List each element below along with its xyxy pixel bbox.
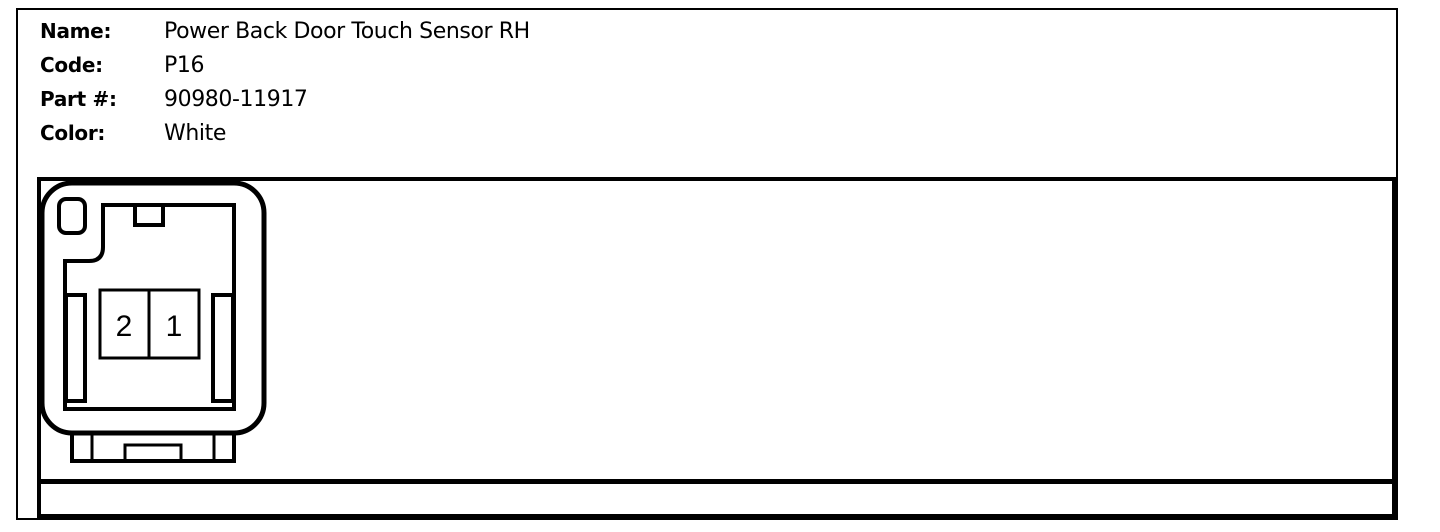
name-row: Name: Power Back Door Touch Sensor RH xyxy=(40,14,530,48)
left-rib xyxy=(64,293,87,403)
key-notch xyxy=(57,197,87,235)
latch-slot xyxy=(123,443,183,463)
part-value: 90980-11917 xyxy=(164,86,308,112)
connector-housing xyxy=(39,180,267,436)
code-label: Code: xyxy=(40,53,103,77)
right-rib xyxy=(211,293,235,403)
code-row: Code: P16 xyxy=(40,48,530,82)
connector-card xyxy=(16,8,1398,520)
pin-1-label: 1 xyxy=(166,310,183,343)
inner-cavity xyxy=(63,203,236,411)
name-value: Power Back Door Touch Sensor RH xyxy=(164,18,530,44)
name-label: Name: xyxy=(40,19,112,43)
part-label: Part #: xyxy=(40,87,117,111)
color-value: White xyxy=(164,120,226,146)
terminal-cavity-1 xyxy=(147,288,201,360)
top-tab xyxy=(133,205,165,227)
color-row: Color: White xyxy=(40,116,530,150)
pin-2-label: 2 xyxy=(116,310,133,343)
connector-face-diagram: 2 1 xyxy=(39,180,267,463)
part-row: Part #: 90980-11917 xyxy=(40,82,530,116)
code-value: P16 xyxy=(164,52,205,78)
footer-strip xyxy=(37,480,1396,518)
color-label: Color: xyxy=(40,121,106,145)
connector-info: Name: Power Back Door Touch Sensor RH Co… xyxy=(40,14,530,150)
